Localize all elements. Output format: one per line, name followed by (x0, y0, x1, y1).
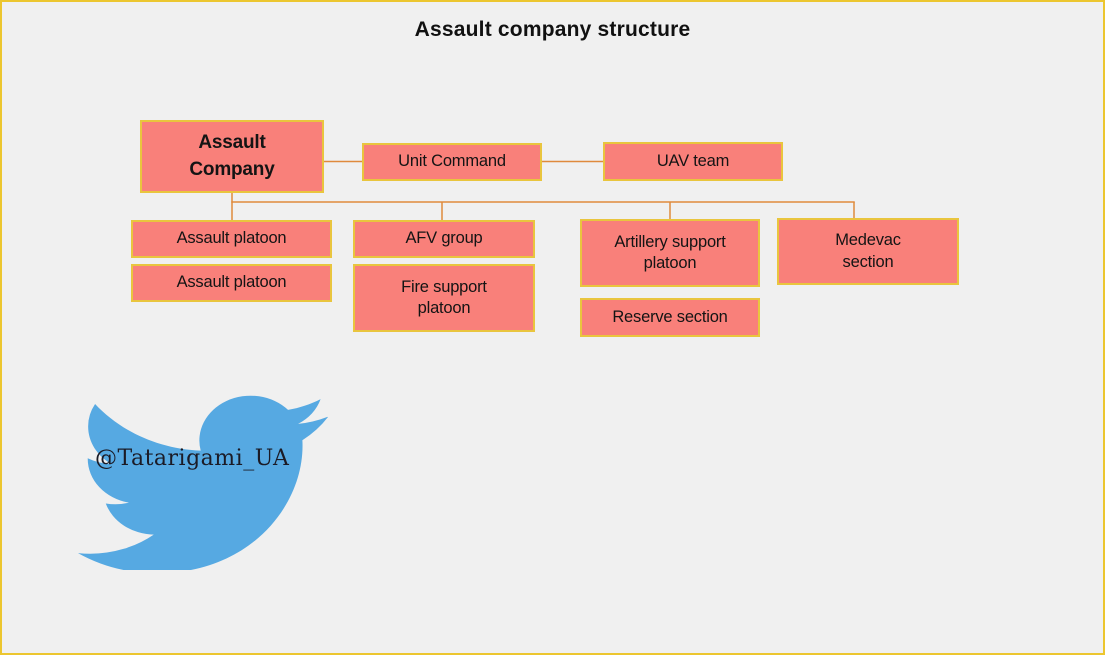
page-title: Assault company structure (414, 18, 691, 41)
node-assault-platoon-2: Assault platoon (131, 264, 332, 302)
node-fire-support-platoon: Fire support platoon (353, 264, 535, 332)
node-unit-command: Unit Command (362, 143, 542, 181)
node-assault-platoon-1: Assault platoon (131, 220, 332, 258)
node-artillery-support-platoon: Artillery support platoon (580, 219, 760, 287)
node-reserve-section: Reserve section (580, 298, 760, 337)
node-uav-team: UAV team (603, 142, 783, 181)
twitter-bird-icon (78, 395, 328, 570)
node-afv-group: AFV group (353, 220, 535, 258)
watermark-handle: @Tatarigami_UA (95, 446, 290, 471)
node-medevac-section: Medevac section (777, 218, 959, 285)
node-assault-company: Assault Company (140, 120, 324, 193)
